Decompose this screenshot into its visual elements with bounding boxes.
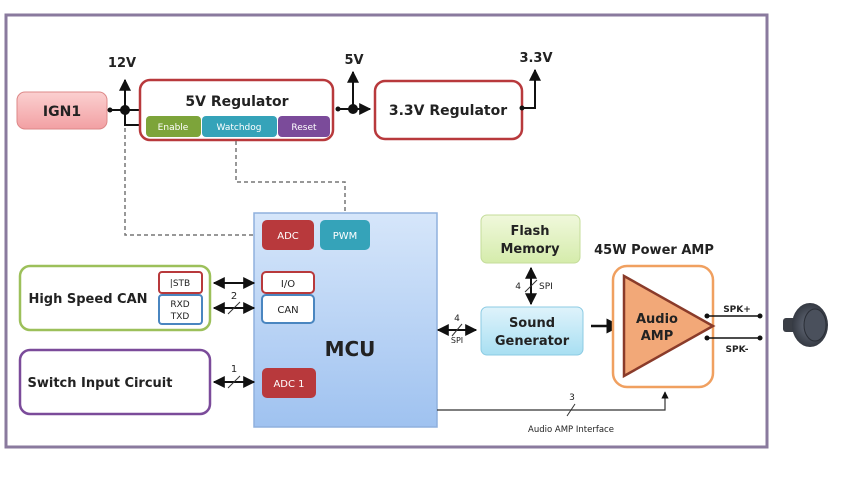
can-bus-slash bbox=[227, 301, 241, 315]
ign1-block[interactable]: IGN1 bbox=[16, 91, 108, 130]
regulator-3v3[interactable]: 3.3V Regulator bbox=[373, 79, 524, 141]
amp-line2: AMP bbox=[641, 329, 674, 344]
speaker-outputs: SPK+ SPK- bbox=[704, 305, 763, 355]
v12-label: 12V bbox=[108, 56, 136, 71]
watchdog-to-pwm-dashed bbox=[235, 141, 346, 220]
v5-label: 5V bbox=[344, 53, 363, 68]
stb-pin bbox=[158, 271, 203, 294]
pwm-port-label: PWM bbox=[333, 231, 358, 242]
flash-spi-width: 4 bbox=[515, 282, 521, 292]
mcu-sound-spi-width: 4 bbox=[454, 314, 460, 324]
flash-spi-slash bbox=[524, 279, 538, 293]
switch-bus-width: 1 bbox=[231, 364, 237, 375]
audio-amp-interface-slash bbox=[566, 403, 576, 417]
regulator-5v-title: 5V Regulator bbox=[185, 94, 288, 110]
adc-port-label: ADC bbox=[277, 231, 299, 242]
adc1-port bbox=[262, 368, 316, 398]
rxd-txd-pins bbox=[158, 294, 203, 325]
reset-pin bbox=[278, 116, 330, 137]
audio-amp-interface-label: Audio AMP Interface bbox=[528, 425, 614, 435]
amplifier-triangle-icon bbox=[622, 273, 716, 379]
enable-pin-label: Enable bbox=[158, 123, 189, 133]
sound-generator-block[interactable]: Sound Generator bbox=[480, 306, 584, 356]
v33-rail: 3.3V bbox=[519, 51, 553, 111]
regulator-3v3-title: 3.3V Regulator bbox=[389, 103, 507, 119]
power-amp-title: 45W Power AMP bbox=[594, 243, 714, 258]
can-bus-width: 2 bbox=[231, 291, 237, 302]
mcu-sound-spi-slash bbox=[451, 323, 463, 337]
sound-line1: Sound bbox=[509, 316, 555, 331]
audio-amp-block[interactable]: Audio AMP bbox=[611, 264, 716, 389]
can-transceiver-block[interactable]: High Speed CAN |STB RXD TXD bbox=[18, 264, 212, 332]
io-port bbox=[261, 271, 315, 294]
txd-pin-label: TXD bbox=[170, 312, 190, 322]
rxd-pin-label: RXD bbox=[170, 300, 189, 310]
mcu-block[interactable]: MCU ADC PWM I/O CAN ADC 1 bbox=[253, 212, 438, 428]
speaker-icon bbox=[783, 303, 828, 347]
flash-spi-type: SPI bbox=[539, 282, 553, 292]
adc-port bbox=[262, 220, 314, 250]
watchdog-pin bbox=[202, 116, 277, 137]
can-port-label: CAN bbox=[277, 305, 298, 316]
ign-to-adc-dashed bbox=[124, 128, 262, 236]
can-title: High Speed CAN bbox=[28, 292, 147, 307]
switch-input-block[interactable]: Switch Input Circuit bbox=[18, 348, 212, 416]
enable-pin bbox=[146, 116, 201, 137]
sound-line2: Generator bbox=[495, 334, 570, 349]
watchdog-pin-label: Watchdog bbox=[217, 123, 262, 133]
v5-rail: 5V bbox=[335, 53, 372, 115]
switch-bus-slash bbox=[227, 375, 241, 389]
regulator-5v[interactable]: 5V Regulator Enable Watchdog Reset bbox=[138, 78, 335, 142]
audio-amp-interface-width: 3 bbox=[569, 393, 575, 403]
io-port-label: I/O bbox=[281, 279, 295, 290]
spk-plus-label: SPK+ bbox=[723, 305, 751, 315]
can-port bbox=[261, 294, 315, 324]
v33-label: 3.3V bbox=[519, 51, 552, 66]
stb-pin-label: |STB bbox=[170, 279, 190, 289]
adc1-port-label: ADC 1 bbox=[273, 379, 304, 390]
flash-line2: Memory bbox=[500, 242, 560, 257]
switch-title: Switch Input Circuit bbox=[28, 376, 173, 391]
ign1-label: IGN1 bbox=[43, 104, 81, 120]
flash-line1: Flash bbox=[510, 224, 549, 239]
mcu-title: MCU bbox=[325, 337, 376, 361]
spk-minus-label: SPK- bbox=[725, 345, 748, 355]
audio-amp-interface-link bbox=[437, 391, 669, 411]
mcu-sound-spi-type: SPI bbox=[451, 336, 463, 345]
pwm-port bbox=[320, 220, 370, 250]
amp-line1: Audio bbox=[636, 312, 678, 327]
reset-pin-label: Reset bbox=[291, 123, 317, 133]
flash-memory-block[interactable]: Flash Memory bbox=[480, 214, 581, 264]
